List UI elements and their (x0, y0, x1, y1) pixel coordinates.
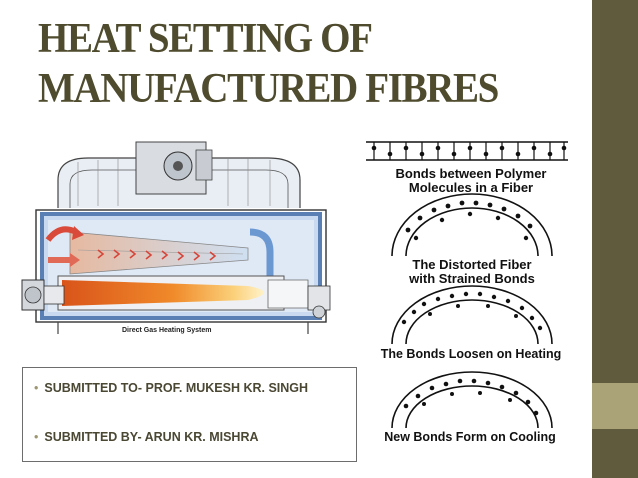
bond-label-cooling: New Bonds Form on Cooling (364, 430, 576, 444)
title-line-1: HEAT SETTING OF (38, 16, 373, 62)
submitted-to-line: • SUBMITTED TO- PROF. MUKESH KR. SINGH (34, 381, 308, 395)
bond-label-distorted: The Distorted Fiber with Strained Bonds (390, 258, 554, 286)
bullet-icon: • (34, 381, 39, 395)
bullet-icon: • (34, 430, 39, 444)
bond-label-2-line-2: with Strained Bonds (409, 271, 535, 286)
bond-label-3: The Bonds Loosen on Heating (380, 347, 562, 361)
polymer-bond-diagram: Bonds between Polymer Molecules in a Fib… (360, 134, 582, 456)
bond-drawing (366, 141, 568, 429)
bond-label-1-line-1: Bonds between Polymer (395, 166, 547, 181)
submitted-by-text: SUBMITTED BY- ARUN KR. MISHRA (44, 430, 259, 444)
bond-label-2-line-1: The Distorted Fiber (412, 257, 532, 272)
bond-label-straight: Bonds between Polymer Molecules in a Fib… (382, 167, 560, 195)
submitted-by-line: • SUBMITTED BY- ARUN KR. MISHRA (34, 430, 259, 444)
heater-drawing (21, 141, 331, 334)
heater-illustration (18, 140, 346, 342)
submitted-to-text: SUBMITTED TO- PROF. MUKESH KR. SINGH (44, 381, 309, 395)
submission-box: • SUBMITTED TO- PROF. MUKESH KR. SINGH • S… (22, 367, 357, 462)
bond-label-loosen: The Bonds Loosen on Heating (360, 347, 582, 361)
title-line-2: MANUFACTURED FIBRES (38, 66, 499, 112)
heater-caption: Direct Gas Heating System (122, 327, 212, 334)
right-accent-block (592, 383, 638, 429)
bond-label-1-line-2: Molecules in a Fiber (408, 180, 534, 195)
bond-label-4: New Bonds Form on Cooling (384, 430, 556, 444)
slide-title: HEAT SETTING OF MANUFACTURED FIBRES (38, 14, 499, 114)
